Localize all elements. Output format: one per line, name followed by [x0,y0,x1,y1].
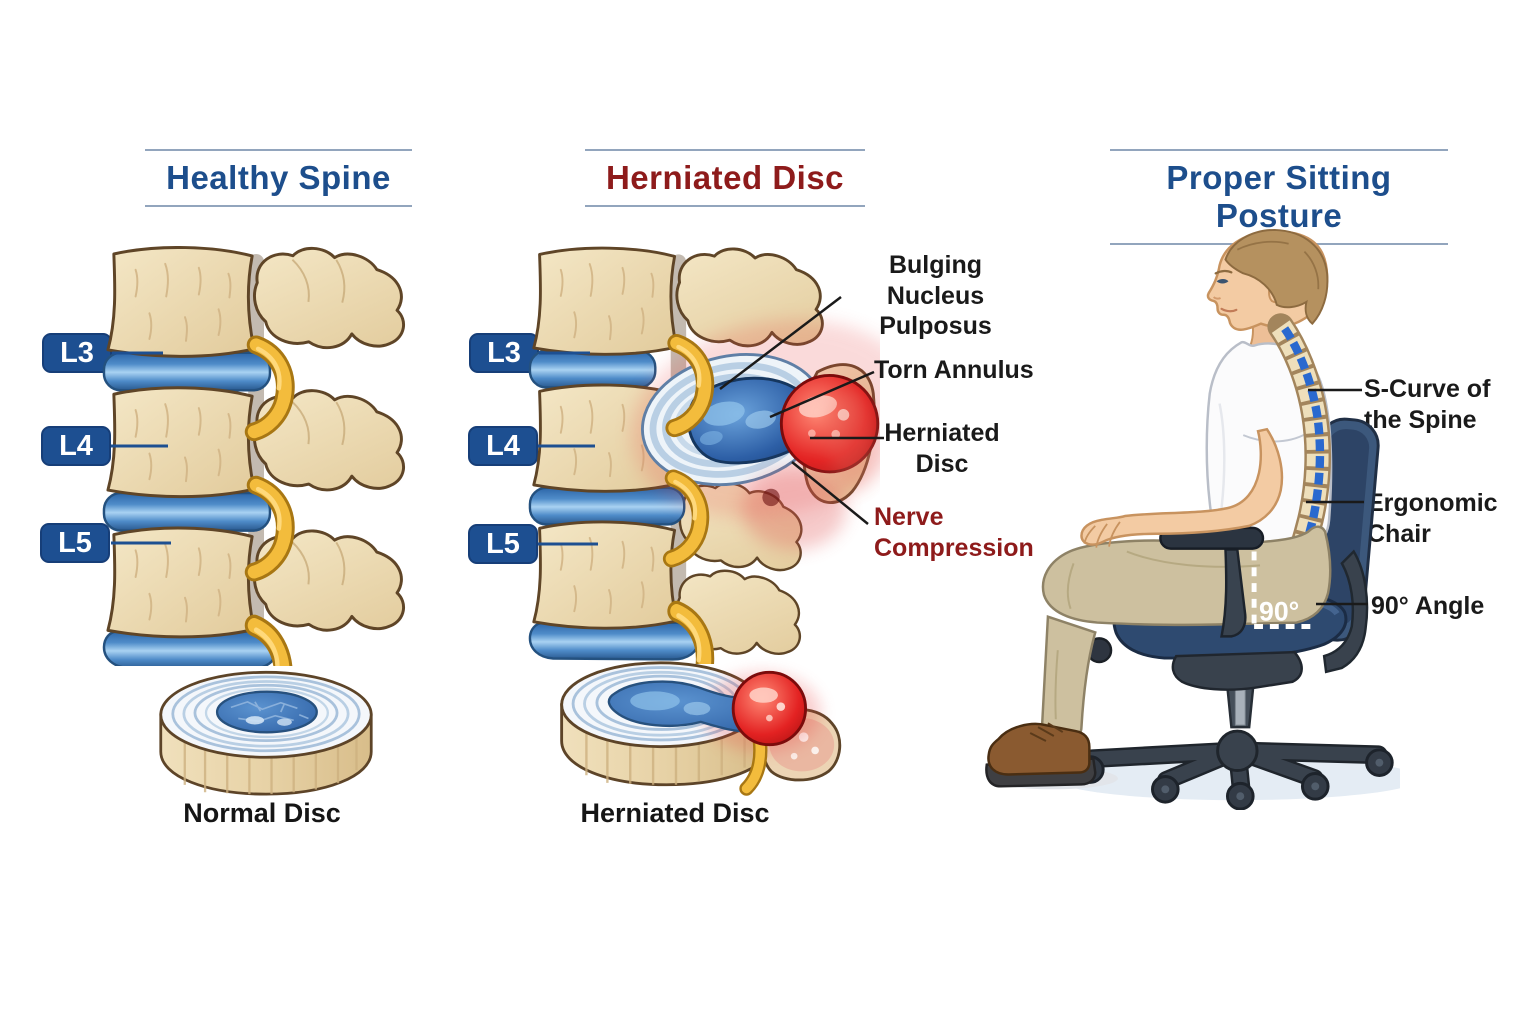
face-features [1212,269,1238,313]
finger-lines [1083,521,1121,548]
angle-annotation: 90° Angle [1371,592,1485,620]
angle-90-marker: 90° [1251,551,1316,629]
label-l4-healthy: L4 [41,426,111,466]
herniated-disc-title: Herniated Disc [585,149,865,207]
ergonomic-chair-annotation: Ergonomic Chair [1367,488,1498,549]
vertebral-bodies [106,246,256,639]
s-curve-annotation-line1: S-Curve of [1364,375,1491,403]
torn-annulus-annotation: Torn Annulus [874,356,1034,384]
armrest-post [1220,548,1247,638]
lower-leg [1040,614,1097,739]
herniated-annotation-line1: Herniated [884,419,1000,447]
herniated-disc-caption: Herniated Disc [580,798,770,828]
bulging-annotation-line2: Nucleus Pulposus [879,281,992,341]
person-head [1206,228,1329,331]
chair-annotation-line2: Chair [1367,519,1431,548]
label-l4-herniated: L4 [468,426,538,466]
person-arm-hand [1080,427,1284,548]
seat-mechanism [1171,650,1303,691]
compressed-nerve-root [739,733,768,796]
bulging-annotation-line1: Bulging [888,251,983,279]
backrest-frame-bracket [1322,549,1369,674]
normal-disc-caption: Normal Disc [183,798,341,828]
sitting-person-illustration: 90° [985,228,1400,810]
intervertebral-discs [102,351,278,666]
thigh [1041,525,1332,627]
healthy-spine-title: Healthy Spine [145,149,412,207]
nerve-annotation-line2: Compression [874,533,1034,562]
shoe [985,722,1097,788]
intervertebral-discs [528,349,699,661]
herniated-annotation-line2: Disc [915,449,969,478]
proper-sitting-posture-title: Proper Sitting Posture [1110,149,1448,245]
chair-annotation-line1: Ergonomic [1367,489,1498,517]
shoe-laces [1029,722,1064,742]
normal-disc-cross-section [159,670,373,796]
hair [1224,228,1329,326]
label-l5-herniated: L5 [468,524,538,564]
nerve-compression-annotation: Nerve Compression [874,502,1034,563]
angle-90-marker-label: 90° [1259,597,1299,627]
s-curve-annotation-line2: the Spine [1364,405,1477,434]
herniated-disc-annotation: Herniated Disc [862,418,1022,479]
bulging-nucleus-annotation: Bulging Nucleus Pulposus [828,250,1043,342]
label-l5-healthy: L5 [40,523,110,563]
posterior-processes [246,246,415,643]
healthy-spine-illustration [102,246,415,666]
herniation-red-bulge [731,670,808,747]
s-curve-annotation: S-Curve of the Spine [1364,374,1490,435]
herniated-disc-cross-section [560,661,842,796]
nerve-annotation-line1: Nerve [874,503,944,531]
pant-creases [1054,550,1261,720]
label-l3-healthy: L3 [42,333,112,373]
nucleus-center [215,690,318,734]
